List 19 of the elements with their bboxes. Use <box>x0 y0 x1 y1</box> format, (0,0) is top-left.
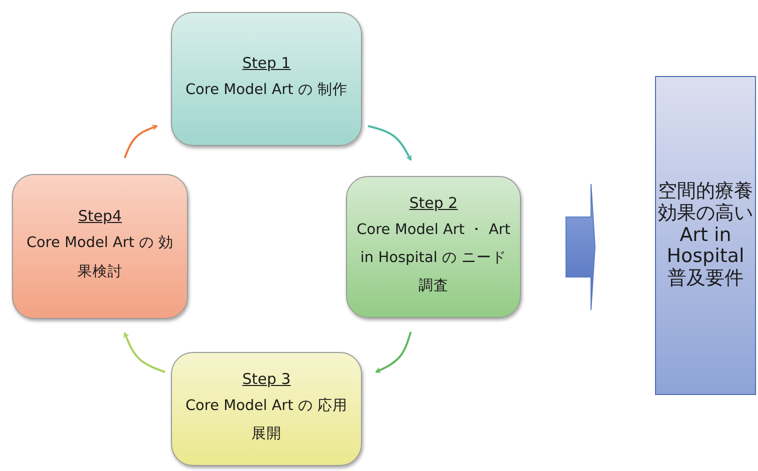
step-description: Core Model Art の 応用展開 <box>184 396 349 444</box>
block-arrow <box>566 184 596 310</box>
step-title: Step 2 <box>409 194 458 212</box>
step-description: Core Model Art の 効果検討 <box>25 234 175 282</box>
step-title: Step 3 <box>242 370 291 388</box>
step-box <box>171 12 362 146</box>
arrow <box>124 124 158 158</box>
step-description: Core Model Art ・ Art in Hospital の ニード調査 <box>356 220 512 296</box>
step-box <box>346 176 521 318</box>
arrow <box>376 332 412 373</box>
arrow <box>368 125 412 160</box>
step-box <box>12 174 188 319</box>
result-box <box>655 76 756 395</box>
step-box <box>171 352 362 466</box>
step-title: Step 1 <box>242 54 291 72</box>
step-description: 空間的療養効果の高い Art in Hospital 普及要件 <box>658 180 753 290</box>
step-description: Core Model Art の 制作 <box>185 80 348 100</box>
arrow <box>124 332 166 373</box>
step-title: Step4 <box>78 207 122 226</box>
